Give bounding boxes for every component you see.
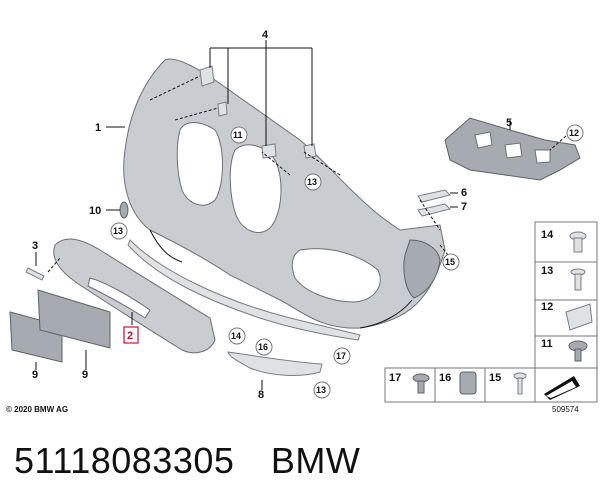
svg-text:13: 13 [316,385,326,395]
part-number: 51118083305 [14,440,235,481]
expanding-rivet-11-icon [568,340,588,362]
fastener-cell-14 [534,221,598,263]
circled-callout-16: 16 [255,338,273,356]
screw-15-icon [513,372,527,395]
brand-name: BMW [270,440,361,481]
circled-callout-13-bottom: 13 [313,381,331,399]
callout-1: 1 [95,122,101,134]
part-caption: 51118083305 BMW [14,440,360,484]
svg-text:16: 16 [258,342,268,352]
svg-text:14: 14 [231,331,241,341]
spoiler-lip [127,239,361,341]
callout-3: 3 [32,240,38,252]
circled-callout-17: 17 [333,347,351,365]
pin-10 [119,201,129,219]
circled-callout-13-top: 13 [304,173,322,191]
callout-2: 2 [127,330,133,342]
fastener-label-11: 11 [541,338,553,350]
callout-10: 10 [89,205,101,217]
circled-callout-11: 11 [230,126,248,144]
fastener-cell-13 [534,261,598,301]
svg-text:12: 12 [569,128,579,138]
fastener-cell-15 [484,367,536,403]
fastener-label-15: 15 [489,372,501,384]
fastener-cell-11 [534,335,598,369]
upper-bracket [444,117,581,181]
clip-16-icon [459,371,477,395]
highlight-box [123,326,139,344]
svg-text:17: 17 [336,351,346,361]
copyright-notice: © 2020 BMW AG [6,405,69,414]
circled-callout-14: 14 [228,327,246,345]
callout-5: 5 [506,117,512,129]
leader-lines [35,40,567,390]
clip-3 [25,267,45,281]
circled-callout-13-left: 13 [110,222,128,240]
callout-8: 8 [258,389,264,401]
fastener-cell-17 [384,367,436,403]
circled-callout-15: 15 [442,253,460,271]
fastener-label-14: 14 [541,229,554,241]
fastener-panel-column: 14 13 12 11 [534,221,598,369]
svg-text:15: 15 [445,257,455,267]
lower-grille [53,238,216,354]
callout-9-right: 9 [82,369,88,381]
fastener-label-13: 13 [541,265,553,277]
fastener-label-12: 12 [541,301,553,313]
bumper-exploded-diagram: 1 2 3 4 5 6 7 8 9 9 10 11 12 13 [9,29,598,403]
screw-13-icon [570,268,586,291]
callout-4: 4 [262,29,269,41]
fastener-panel-row: 17 16 15 [384,367,598,403]
svg-text:13: 13 [113,226,123,236]
callout-7: 7 [461,201,467,213]
nut-clip-12-icon [565,303,593,331]
svg-text:11: 11 [233,130,243,140]
circled-callouts: 11 12 13 13 13 14 [110,124,584,399]
bumper-cover [123,58,446,329]
drawing-number: 509574 [552,405,579,414]
callout-labels: 1 2 3 4 5 6 7 8 9 9 10 [32,29,512,401]
fastener-label-17: 17 [389,372,401,384]
callout-6: 6 [461,187,467,199]
plate-bracket-right [37,289,111,349]
circled-callout-12: 12 [566,124,584,142]
fastener-label-16: 16 [439,372,451,384]
clip-14-icon [569,231,587,253]
clip-7 [417,203,451,217]
svg-text:13: 13 [307,177,317,187]
clip-6 [417,189,451,203]
rivet-17-icon [412,373,430,394]
lower-trim-8 [227,351,323,376]
direction-arrow-icon [544,376,580,400]
callout-9-left: 9 [32,369,38,381]
